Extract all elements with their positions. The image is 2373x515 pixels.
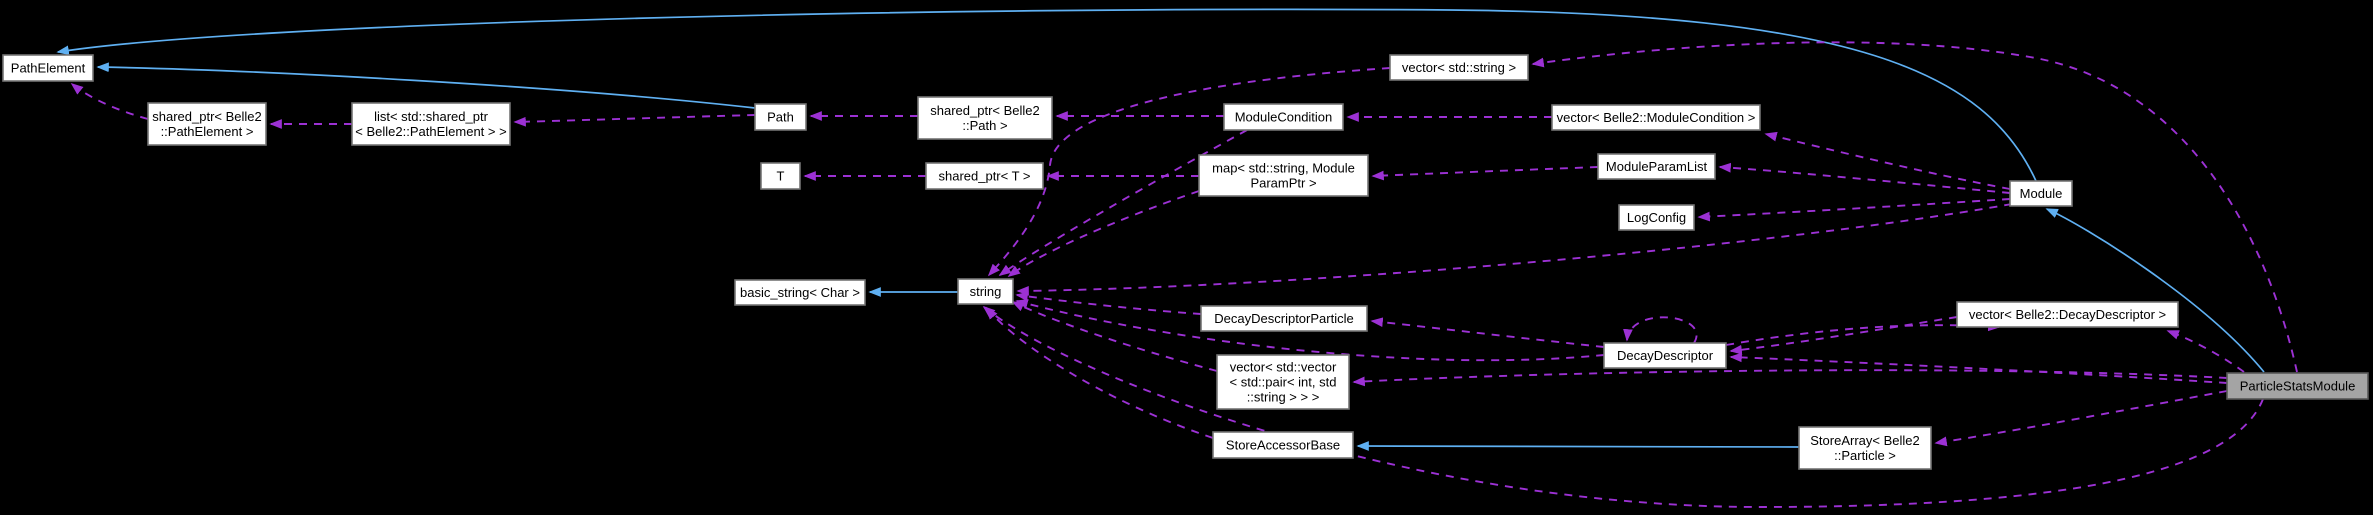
class-node-label-decaydescriptor: DecayDescriptor [1617,348,1714,363]
edge-decaydescriptorparticle-to-string-usage [1015,291,1202,315]
edge-storeaccessorbase-to-string-usage [986,306,1214,439]
class-node-box-list-sp-pathelement[interactable] [351,102,511,146]
edge-moduleparamlist-to-map-moduleparamptr-usage [1371,166,1599,181]
class-node-path[interactable]: Path [754,103,807,131]
class-node-box-decaydescriptor[interactable] [1603,342,1727,369]
class-node-label-vec-string: vector< std::string > [1402,60,1516,75]
class-node-vec-string[interactable]: vector< std::string > [1389,54,1529,81]
class-node-label-sp-t: shared_ptr< T > [938,169,1030,184]
edge-module-to-moduleparamlist-usage [1718,162,2011,194]
edge-particlestatsmodule-to-storearray-particle-usage [1934,390,2228,447]
class-node-t[interactable]: T [760,162,801,190]
class-node-box-basic-string[interactable] [734,279,866,306]
edge-path-to-list-sp-pathelement-usage [513,114,756,127]
class-node-label-list-sp-pathelement: list< std::shared_ptr< Belle2::PathEleme… [355,109,506,139]
class-node-label-moduleparamlist: ModuleParamList [1606,159,1708,174]
class-node-box-pathelement[interactable] [2,54,94,82]
class-node-moduleparamlist[interactable]: ModuleParamList [1597,153,1716,180]
edge-vec-string-to-string-usage [987,67,1391,277]
class-node-box-vec-decaydescriptor[interactable] [1956,301,2179,328]
class-node-box-storeaccessorbase[interactable] [1212,431,1354,459]
class-node-vec-vec-pair-int-string[interactable]: vector< std::vector< std::pair< int, std… [1216,354,1350,410]
class-node-box-module[interactable] [2009,180,2073,207]
class-node-decaydescriptorparticle[interactable]: DecayDescriptorParticle [1200,305,1368,332]
edge-sp-pathelement-to-pathelement-usage [70,82,149,120]
class-node-decaydescriptor[interactable]: DecayDescriptor [1603,342,1727,369]
class-node-label-logconfig: LogConfig [1627,210,1686,225]
class-node-box-vec-vec-pair-int-string[interactable] [1216,354,1350,410]
class-node-label-string: string [970,284,1002,299]
edge-vec-vec-pair-int-string-to-string-usage [1011,301,1218,372]
class-node-pathelement[interactable]: PathElement [2,54,94,82]
class-node-list-sp-pathelement[interactable]: list< std::shared_ptr< Belle2::PathEleme… [351,102,511,146]
class-node-box-moduleparamlist[interactable] [1597,153,1716,180]
class-node-logconfig[interactable]: LogConfig [1618,204,1695,231]
edge-module-to-pathelement-inheritance [56,8,2037,182]
edge-particlestatsmodule-to-module-inheritance [2045,208,2265,373]
class-node-box-map-moduleparamptr[interactable] [1198,154,1369,197]
class-node-label-storeaccessorbase: StoreAccessorBase [1226,438,1340,453]
class-node-label-module: Module [2020,186,2063,201]
class-node-label-vec-vec-pair-int-string: vector< std::vector< std::pair< int, std… [1230,360,1337,405]
class-node-box-sp-t[interactable] [925,162,1044,190]
class-node-string[interactable]: string [957,278,1014,305]
class-node-box-sp-path[interactable] [917,96,1053,140]
class-node-box-vec-string[interactable] [1389,54,1529,81]
edge-decaydescriptor-to-string-usage [1015,299,1605,362]
class-node-box-modulecondition[interactable] [1223,103,1344,131]
class-node-module[interactable]: Module [2009,180,2073,207]
edge-decaydescriptor-to-decaydescriptor-usage [1623,316,1698,344]
class-node-particlestatsmodule[interactable]: ParticleStatsModule [2226,372,2369,400]
edge-decaydescriptor-to-decaydescriptorparticle-usage [1370,317,1605,348]
class-node-label-sp-pathelement: shared_ptr< Belle2::PathElement > [152,109,262,139]
edge-decaydescriptor-to-vec-decaydescriptor-usage [1725,321,2001,346]
class-node-box-vec-modulecondition[interactable] [1551,104,1761,131]
class-node-sp-path[interactable]: shared_ptr< Belle2::Path > [917,96,1053,140]
class-node-box-storearray-particle[interactable] [1798,426,1932,470]
class-node-label-t: T [777,169,785,184]
class-node-box-sp-pathelement[interactable] [147,102,267,146]
class-node-vec-decaydescriptor[interactable]: vector< Belle2::DecayDescriptor > [1956,301,2179,328]
edge-particlestatsmodule-to-vec-string-usage [1531,41,2298,373]
class-node-modulecondition[interactable]: ModuleCondition [1223,103,1344,131]
edge-module-to-logconfig-usage [1697,198,2011,222]
edge-map-moduleparamptr-to-string-usage [1007,190,1200,277]
edge-module-to-vec-modulecondition-usage [1764,131,2011,190]
class-node-box-decaydescriptorparticle[interactable] [1200,305,1368,332]
class-node-box-path[interactable] [754,103,807,131]
class-node-label-pathelement: PathElement [11,61,86,76]
edge-particlestatsmodule-to-string-usage [982,305,2264,508]
class-node-label-particlestatsmodule: ParticleStatsModule [2240,379,2356,394]
edge-modulecondition-to-string-usage [998,129,1248,276]
class-node-storearray-particle[interactable]: StoreArray< Belle2::Particle > [1798,426,1932,470]
class-node-sp-pathelement[interactable]: shared_ptr< Belle2::PathElement > [147,102,267,146]
edge-particlestatsmodule-to-vec-vec-pair-int-string-usage [1352,369,2228,387]
class-node-storeaccessorbase[interactable]: StoreAccessorBase [1212,431,1354,459]
class-node-box-particlestatsmodule[interactable] [2226,372,2369,400]
class-node-box-logconfig[interactable] [1618,204,1695,231]
class-node-label-vec-decaydescriptor: vector< Belle2::DecayDescriptor > [1969,307,2166,322]
class-node-label-basic-string: basic_string< Char > [740,285,860,300]
edge-particlestatsmodule-to-vec-decaydescriptor-usage [2166,330,2245,373]
class-node-box-t[interactable] [760,162,801,190]
class-node-basic-string[interactable]: basic_string< Char > [734,279,866,306]
class-node-vec-modulecondition[interactable]: vector< Belle2::ModuleCondition > [1551,104,1761,131]
class-node-label-vec-modulecondition: vector< Belle2::ModuleCondition > [1557,110,1756,125]
class-node-label-path: Path [767,110,794,125]
class-node-label-modulecondition: ModuleCondition [1235,110,1333,125]
edge-module-to-string-usage [1016,203,2013,296]
edge-storearray-particle-to-storeaccessorbase-inheritance [1356,441,1800,451]
class-node-label-storearray-particle: StoreArray< Belle2::Particle > [1810,433,1919,463]
edge-vec-decaydescriptor-to-decaydescriptor-usage [1729,316,1958,355]
edge-path-to-pathelement-inheritance [96,62,756,109]
class-node-label-sp-path: shared_ptr< Belle2::Path > [930,103,1040,133]
class-node-sp-t[interactable]: shared_ptr< T > [925,162,1044,190]
class-node-label-decaydescriptorparticle: DecayDescriptorParticle [1214,311,1353,326]
edge-particlestatsmodule-to-decaydescriptor-usage [1729,352,2228,384]
class-node-box-string[interactable] [957,278,1014,305]
